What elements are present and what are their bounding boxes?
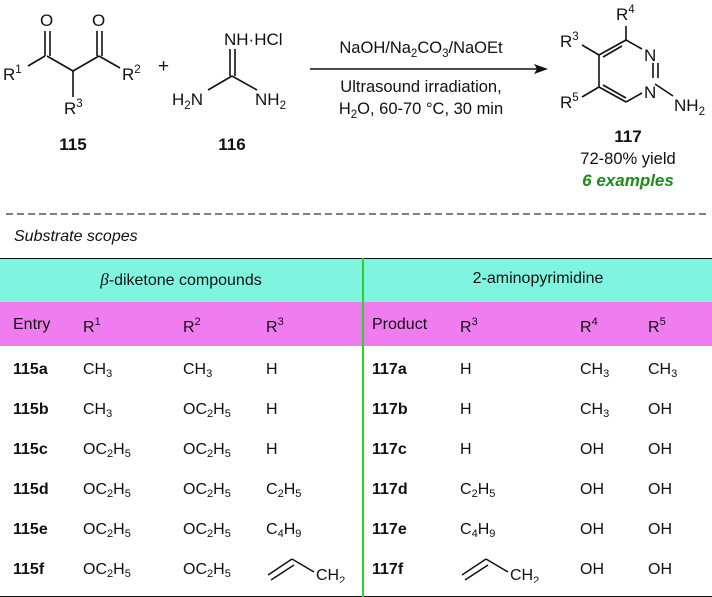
svg-text:CH2: CH2	[510, 567, 539, 583]
pyrimidine-structure	[581, 26, 674, 103]
cell-r3: CH2	[266, 555, 356, 587]
reaction-scheme: O O R1 R2 R3 115 + NH·HCl H2N NH2 116 Na…	[3, 4, 706, 215]
cell-entry: 115f	[13, 561, 45, 578]
cell-entry: 115b	[13, 401, 49, 418]
atom-r3: R3	[64, 98, 83, 118]
table-divider	[362, 258, 364, 597]
substrate-scopes-label: Substrate scopes	[14, 228, 138, 245]
cell-r5: OH	[648, 521, 672, 538]
conditions-line3: H2O, 60-70 °C, 30 min	[339, 100, 503, 121]
atom-r5: R5	[560, 92, 579, 112]
cell-r4: OH	[580, 441, 604, 458]
cell-r4: CH3	[580, 361, 610, 380]
plus-sign: +	[158, 56, 169, 77]
atom-r4: R4	[616, 4, 635, 24]
cell-r3p: H	[460, 441, 472, 458]
atom-r2: R2	[122, 64, 141, 84]
cell-r2: OC2H5	[183, 401, 231, 420]
compound-117-label: 117	[614, 127, 641, 146]
yield-text: 72-80% yield	[580, 150, 675, 168]
cell-r2: OC2H5	[183, 561, 231, 580]
column-header-entry: Entry	[13, 316, 51, 333]
examples-text: 6 examples	[582, 171, 674, 190]
cell-r3p: H	[460, 361, 472, 378]
cell-r3p: H	[460, 401, 472, 418]
group-header-diketone: β-diketone compounds	[100, 270, 262, 289]
column-header-r2: R2	[183, 316, 201, 336]
group-header-band	[0, 258, 712, 302]
group-header-aminopyrimidine: 2-aminopyrimidine	[472, 270, 604, 287]
cell-r1: OC2H5	[83, 521, 131, 540]
arrow-head	[534, 64, 548, 74]
cell-r5: OH	[648, 401, 672, 418]
cell-entry: 115e	[13, 521, 48, 538]
cell-product: 117e	[372, 521, 407, 538]
conditions-line2: Ultrasound irradiation,	[340, 78, 501, 96]
column-header-band	[0, 302, 712, 346]
cell-r3: H	[266, 401, 278, 418]
cell-r3: C2H5	[266, 481, 302, 500]
cell-entry: 115d	[13, 481, 49, 498]
atom-o2: O	[92, 11, 105, 30]
cell-r1: CH3	[83, 361, 113, 380]
cell-r2: OC2H5	[183, 521, 231, 540]
atom-o1: O	[40, 11, 53, 30]
cell-r1: OC2H5	[83, 561, 131, 580]
column-header-r1: R1	[83, 316, 101, 336]
compound-115-label: 115	[59, 135, 86, 154]
cell-r5: OH	[648, 441, 672, 458]
cell-product: 117b	[372, 401, 408, 418]
table-top-rule	[0, 258, 712, 259]
cell-r1: OC2H5	[83, 441, 131, 460]
atom-h2n: H2N	[172, 90, 203, 112]
atom-r3-product: R3	[560, 31, 579, 51]
atom-r1: R1	[3, 64, 22, 84]
cell-entry: 115a	[13, 361, 48, 378]
cell-r5: OH	[648, 481, 672, 498]
cell-r3: H	[266, 361, 278, 378]
cell-r5: OH	[648, 561, 672, 578]
cell-product: 117f	[372, 561, 404, 578]
cell-r1: OC2H5	[83, 481, 131, 500]
column-header-r4: R4	[580, 316, 598, 336]
cell-r3: C4H9	[266, 521, 302, 540]
cell-r2: CH3	[183, 361, 213, 380]
atom-nh2-product: NH2	[674, 96, 705, 118]
cell-r3p: C4H9	[460, 521, 496, 540]
cell-r4: OH	[580, 521, 604, 538]
cell-r2: OC2H5	[183, 441, 231, 460]
guanidine-structure	[207, 49, 258, 91]
svg-text:CH2: CH2	[316, 567, 345, 583]
cell-r4: OH	[580, 561, 604, 578]
atom-nh2-guanidine: NH2	[255, 90, 286, 112]
reagent2-salt-label: NH·HCl	[224, 30, 283, 49]
compound-116-label: 116	[218, 135, 245, 154]
cell-r3: H	[266, 441, 278, 458]
cell-product: 117c	[372, 441, 407, 458]
atom-n3: N	[644, 46, 656, 65]
diketone-structure	[27, 31, 121, 97]
column-header-r3p: R3	[460, 316, 478, 336]
cell-r3p: C2H5	[460, 481, 496, 500]
column-header-r3: R3	[266, 316, 284, 336]
conditions-line1: NaOH/Na2CO3/NaOEt	[339, 39, 503, 60]
column-header-product: Product	[372, 316, 428, 333]
cell-r3p: CH2	[460, 555, 550, 587]
atom-n1: N	[644, 83, 656, 102]
cell-r5: CH3	[648, 361, 678, 380]
cell-r2: OC2H5	[183, 481, 231, 500]
cell-entry: 115c	[13, 441, 48, 458]
column-header-r5: R5	[648, 316, 666, 336]
cell-r4: OH	[580, 481, 604, 498]
cell-r1: CH3	[83, 401, 113, 420]
cell-product: 117d	[372, 481, 408, 498]
cell-product: 117a	[372, 361, 407, 378]
cell-r4: CH3	[580, 401, 610, 420]
